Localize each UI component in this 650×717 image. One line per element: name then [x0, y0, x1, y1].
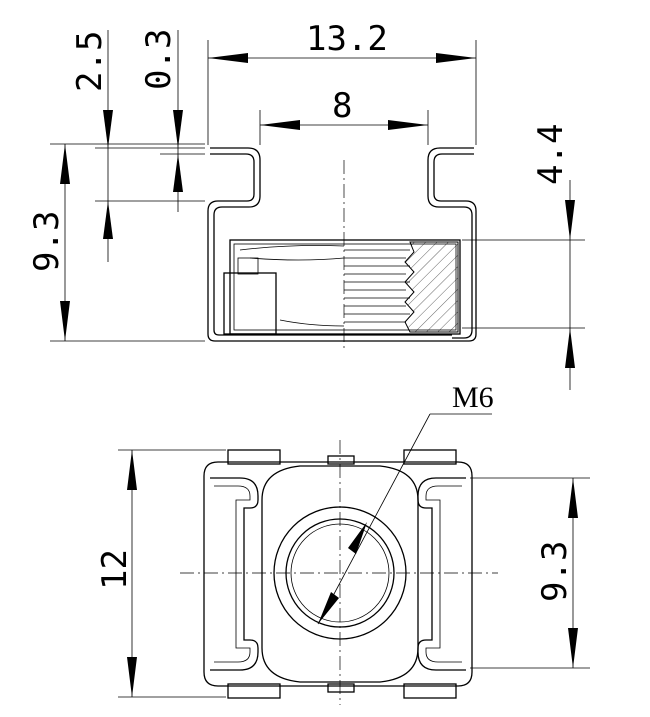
- bottom-center-notch: [327, 683, 355, 693]
- cage-left-profile: [210, 147, 452, 336]
- top-center-notch: [327, 455, 355, 465]
- retaining-tab: [223, 272, 277, 335]
- thread-callout: M6: [317, 381, 494, 625]
- dim-front-height-text: 12: [95, 549, 135, 590]
- front-view: [180, 440, 498, 705]
- side-view: [207, 147, 477, 352]
- bottom-right-tab: [403, 683, 457, 699]
- dim-clip-height: 2.5: [70, 30, 205, 262]
- nut-face: [261, 465, 419, 683]
- retaining-tab-top: [237, 257, 259, 275]
- cage-right-profile-inner: [433, 153, 477, 342]
- thread-label: M6: [452, 381, 494, 414]
- nut-flank-curve: [239, 245, 345, 251]
- dim-clip-height-text: 2.5: [70, 31, 110, 92]
- cage-right-profile: [427, 147, 474, 339]
- right-clip: [417, 477, 466, 671]
- nut-flank-curve-2: [249, 257, 345, 261]
- bottom-left-tab: [227, 683, 281, 699]
- top-left-tab: [227, 449, 281, 465]
- left-clip-inner: [214, 485, 251, 663]
- dim-overall-width-text: 13.2: [306, 19, 388, 59]
- nut-body: [229, 239, 461, 335]
- dim-sheet-thickness-text: 0.3: [139, 29, 179, 90]
- dim-nut-height-text: 4.4: [531, 124, 571, 185]
- dim-side-height-text: 9.3: [27, 211, 67, 272]
- left-clip: [210, 477, 259, 671]
- cage-left-profile-inner: [207, 153, 456, 342]
- front-body-outline: [203, 461, 473, 687]
- dim-side-height: 9.3: [27, 143, 205, 342]
- dim-inner-width-text: 8: [332, 86, 352, 126]
- dim-inner-width: 8: [259, 86, 429, 145]
- dim-sheet-thickness: 0.3: [139, 29, 205, 212]
- nut-section-hatch: [404, 241, 459, 333]
- top-right-tab: [403, 449, 457, 465]
- thread-lines: [344, 249, 410, 323]
- dim-front-width: 9.3: [470, 477, 590, 669]
- dim-overall-width: 13.2: [207, 19, 477, 145]
- dim-front-width-text: 9.3: [535, 541, 575, 602]
- nut-flank-curve-3: [279, 319, 345, 327]
- right-clip-inner: [425, 485, 462, 663]
- dim-front-height: 12: [95, 449, 226, 698]
- dim-nut-height: 4.4: [462, 124, 585, 390]
